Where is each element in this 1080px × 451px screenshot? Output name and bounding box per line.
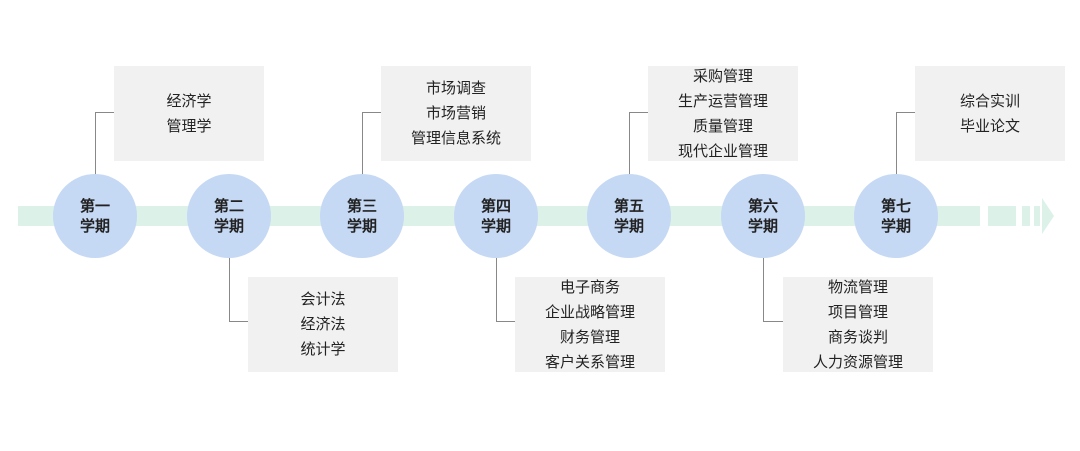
- connector-line: [763, 321, 783, 322]
- course-item: 管理信息系统: [410, 129, 501, 147]
- term-node-4: 第四 学期: [454, 174, 538, 258]
- course-box-term1: 经济学 管理学: [114, 66, 264, 161]
- term-label: 学期: [613, 217, 644, 235]
- term-label: 学期: [213, 217, 244, 235]
- course-item: 毕业论文: [959, 116, 1020, 135]
- term-label: 学期: [79, 217, 110, 235]
- connector-line: [95, 112, 96, 174]
- term-node-2: 第二 学期: [187, 174, 271, 258]
- course-item: 经济学: [166, 91, 212, 110]
- connector-line: [896, 112, 916, 113]
- course-item: 质量管理: [692, 116, 753, 135]
- course-item: 市场调查: [425, 79, 486, 97]
- course-item: 企业战略管理: [544, 302, 635, 321]
- timeline-dash: [1022, 206, 1030, 226]
- term-node-3: 第三 学期: [320, 174, 404, 258]
- connector-line: [229, 258, 230, 321]
- term-label: 第五: [613, 197, 644, 215]
- term-label: 学期: [346, 217, 377, 235]
- connector-line: [629, 112, 630, 174]
- term-label: 第二: [213, 197, 244, 215]
- course-item: 商务谈判: [827, 327, 888, 346]
- term-node-6: 第六 学期: [721, 174, 805, 258]
- connector-line: [95, 112, 115, 113]
- term-label: 第七: [880, 197, 911, 215]
- course-item: 采购管理: [692, 66, 753, 85]
- term-label: 第六: [747, 197, 778, 215]
- course-box-term4: 电子商务 企业战略管理 财务管理 客户关系管理: [515, 277, 665, 372]
- timeline-dash: [988, 206, 1016, 226]
- term-node-5: 第五 学期: [587, 174, 671, 258]
- term-node-1: 第一 学期: [53, 174, 137, 258]
- term-node-7: 第七 学期: [854, 174, 938, 258]
- term-label: 学期: [880, 217, 911, 235]
- course-item: 会计法: [300, 290, 346, 308]
- term-label: 学期: [747, 217, 778, 235]
- term-label: 第四: [480, 197, 511, 215]
- connector-line: [362, 112, 382, 113]
- course-item: 管理学: [166, 116, 212, 135]
- course-box-term2: 会计法 经济法 统计学: [248, 277, 398, 372]
- course-item: 现代企业管理: [677, 141, 768, 160]
- term-label: 第三: [346, 197, 377, 215]
- course-item: 统计学: [300, 340, 346, 358]
- course-item: 生产运营管理: [677, 91, 768, 110]
- course-box-term6: 物流管理 项目管理 商务谈判 人力资源管理: [783, 277, 933, 372]
- connector-line: [763, 258, 764, 321]
- course-item: 综合实训: [959, 91, 1020, 110]
- course-box-term5: 采购管理 生产运营管理 质量管理 现代企业管理: [648, 66, 798, 161]
- course-item: 物流管理: [827, 277, 888, 296]
- timeline-arrow: [1042, 198, 1054, 234]
- course-item: 经济法: [300, 315, 346, 333]
- course-item: 项目管理: [827, 302, 888, 321]
- course-box-term7: 综合实训 毕业论文: [915, 66, 1065, 161]
- connector-line: [362, 112, 363, 174]
- course-item: 市场营销: [425, 104, 486, 122]
- connector-line: [496, 321, 516, 322]
- course-item: 财务管理: [559, 327, 620, 346]
- course-item: 客户关系管理: [544, 352, 635, 371]
- connector-line: [496, 258, 497, 321]
- course-item: 人力资源管理: [812, 352, 903, 371]
- course-box-term3: 市场调查 市场营销 管理信息系统: [381, 66, 531, 161]
- timeline-dash: [1034, 206, 1040, 226]
- connector-line: [896, 112, 897, 174]
- connector-line: [229, 321, 249, 322]
- term-label: 第一: [79, 197, 110, 215]
- course-item: 电子商务: [559, 277, 620, 296]
- term-label: 学期: [480, 217, 511, 235]
- connector-line: [629, 112, 649, 113]
